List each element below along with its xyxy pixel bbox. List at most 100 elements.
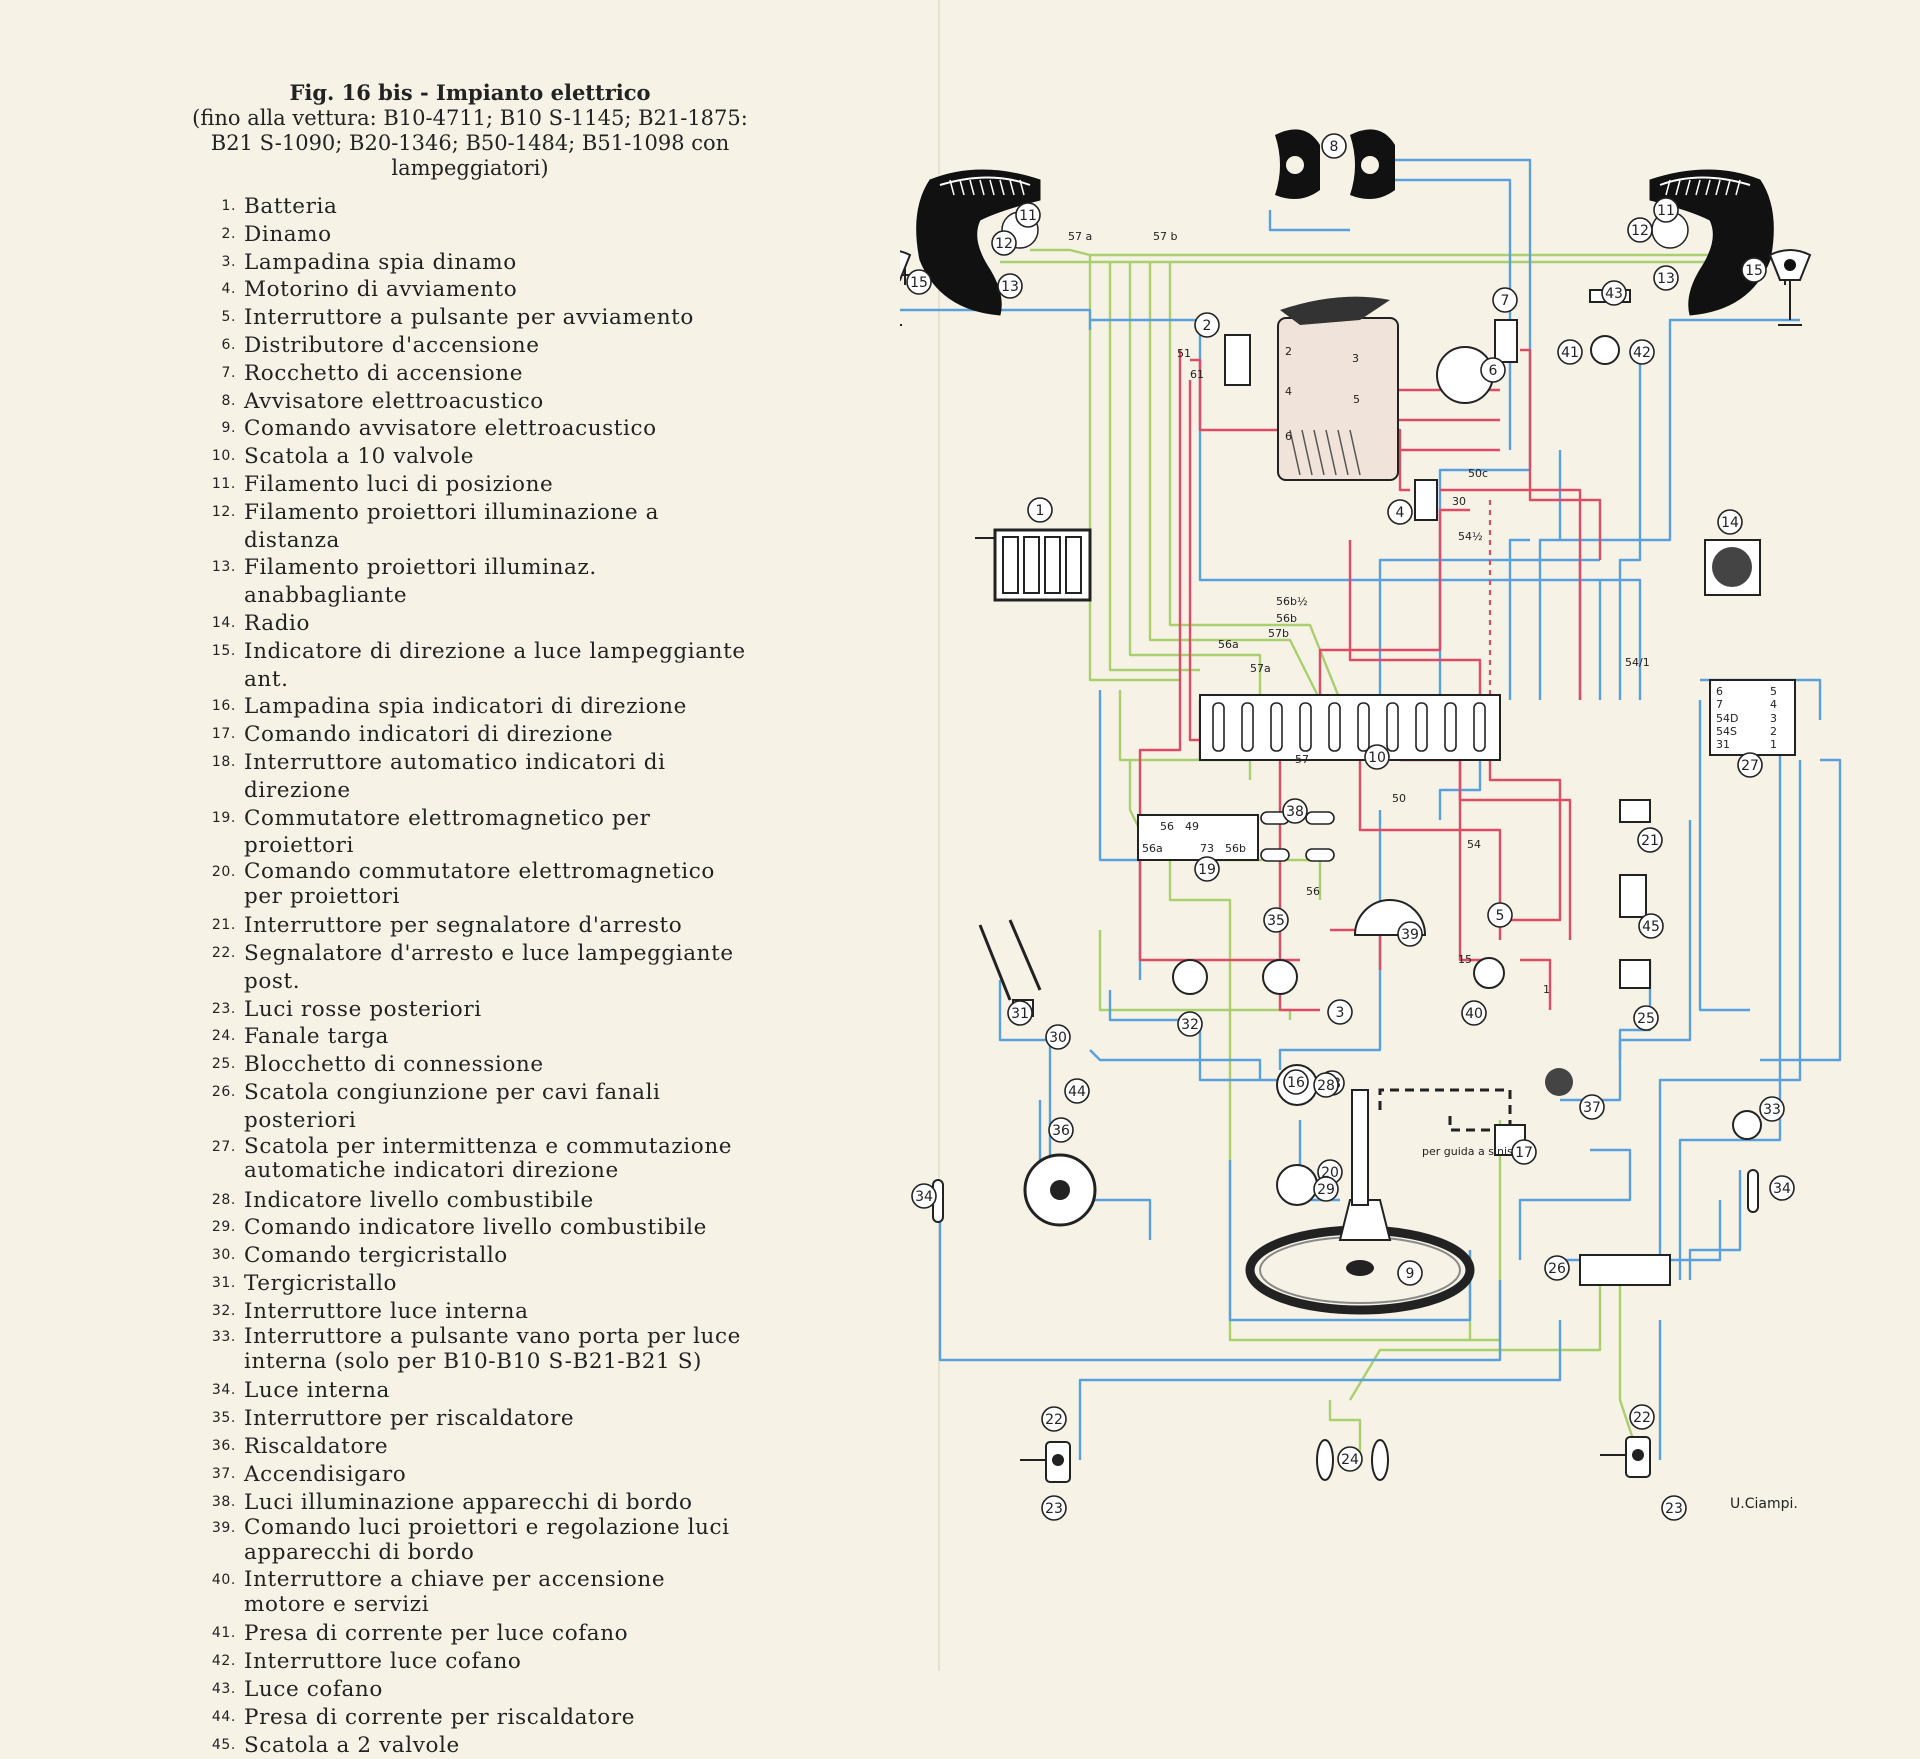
callout-11: 11 [1015,202,1041,228]
steering-column [1351,1089,1369,1206]
callout-number: 22 [1633,1410,1651,1426]
callout-number: 14 [1721,515,1739,531]
callout-circle [1653,265,1679,291]
legend-item: 40.Interruttore a chiave per accensione … [190,1568,750,1617]
legend-item: 39.Comando luci proiettori e regolazione… [190,1516,750,1565]
legend-item: 42.Interruttore luce cofano [190,1648,750,1676]
callout-11: 11 [1653,197,1679,223]
callout-39: 39 [1397,921,1423,947]
terminal-label: 57 a [1068,230,1092,243]
callout-circle [1397,921,1423,947]
door-switch [1732,1110,1762,1140]
page-fold [938,0,940,1671]
blue-wire [1078,1320,1562,1460]
starter-motor [1414,479,1438,521]
green-wire [1328,1400,1362,1460]
callout-circle [1633,1005,1659,1031]
green-wire [1118,690,1252,780]
battery [975,528,1092,602]
legend-item: 41.Presa di corrente per luce cofano [190,1620,750,1648]
callout-number: 21 [1641,833,1659,849]
heater-fan [1050,1180,1070,1200]
legend-number: 22. [211,944,236,961]
callout-34: 34 [1769,1175,1795,1201]
callout-number: 17 [1515,1145,1533,1161]
legend-number: 41. [211,1625,236,1642]
legend-number: 38. [211,1493,236,1510]
callout-24: 24 [1337,1446,1363,1472]
two-fuse-box [1619,874,1647,918]
callout-circle [906,269,932,295]
callout-37: 37 [1579,1094,1605,1120]
connection-block [1619,959,1651,989]
legend-number: 37. [211,1465,236,1482]
blue-wire [1678,700,1782,1280]
rear-lamp-1 [1020,1441,1071,1483]
legend-text: Indicatore livello combustibile [244,1187,594,1213]
flasher-box [1709,679,1796,756]
legend-item: 38.Luci illuminazione apparecchi di bord… [190,1489,750,1517]
legend-item: 8.Avvisatore elettroacustico [190,388,750,416]
callout-circle [1461,1000,1487,1026]
green-wire [1228,940,1502,1342]
callout-circle [1397,1260,1423,1286]
legend-number: 13. [211,559,236,576]
green-wire [1098,930,1292,1020]
legend-item: 27.Scatola per intermittenza e commutazi… [190,1134,750,1184]
figure-subtitle-3: lampeggiatori) [391,156,549,180]
terminal-label: 57 [1295,753,1309,766]
callout-circle [1041,1495,1067,1521]
cigar-lighter [1545,1068,1573,1096]
callout-number: 44 [1068,1084,1086,1100]
callout-number: 16 [1287,1075,1305,1091]
legend-text: Interruttore luce cofano [244,1649,522,1675]
legend-text: Scatola a 10 valvole [244,444,475,470]
legend-item: 30.Comando tergicristallo [190,1242,750,1270]
callout-number: 40 [1465,1006,1483,1022]
legend-number: 35. [211,1410,236,1427]
callout-number: 32 [1181,1017,1199,1033]
callout-circle [1027,497,1053,523]
legend-text: Riscaldatore [244,1434,389,1460]
callout-circle [1007,1000,1033,1026]
legend-number: 9. [221,420,236,437]
callout-number: 2 [1203,318,1212,334]
green-wire [1128,262,1262,710]
legend-item: 21.Interruttore per segnalatore d'arrest… [190,912,750,940]
callout-circle [1194,312,1220,338]
legend-item: 5. Interruttore a pulsante per avviamento [190,304,750,332]
legend-text: Indicatore di direzione a luce lampeggia… [244,638,746,692]
wiper-arm-1 [978,924,1012,1001]
callout-circle [1194,856,1220,882]
legend-number: 15. [211,642,236,659]
callout-number: 42 [1633,345,1651,361]
callout-circle [1313,1176,1339,1202]
legend-text: Filamento luci di posizione [244,471,554,497]
callout-7: 7 [1492,287,1518,313]
legend-item: 31.Tergicristallo [190,1270,750,1298]
callout-21: 21 [1637,827,1663,853]
callout-45: 45 [1638,913,1664,939]
legend-text: Commutatore elettromagnetico per proiett… [244,805,651,859]
callout-number: 43 [1605,286,1623,302]
legend-number: 26. [211,1083,236,1100]
legend-text: Dinamo [244,221,332,247]
flasher-box-terminal: 31 [1716,738,1730,751]
interior-light-switch [1172,959,1208,995]
legend-number: 5. [221,309,236,326]
legend-text: Lampadina spia indicatori di direzione [244,694,687,720]
legend-text: Interruttore a pulsante per avviamento [244,305,694,331]
callout-12: 12 [1627,217,1653,243]
callout-circle [1492,287,1518,313]
legend-text: Lampadina spia dinamo [244,249,517,275]
callout-number: 6 [1489,363,1498,379]
flasher-box-terminal: 54S [1716,725,1737,738]
legend-text: Comando avvisatore elettroacustico [244,416,657,442]
callout-number: 1 [1036,503,1045,519]
legend-number: 34. [211,1382,236,1399]
callout-30: 30 [1045,1024,1071,1050]
callout-6: 6 [1480,357,1506,383]
callout-circle [1638,913,1664,939]
